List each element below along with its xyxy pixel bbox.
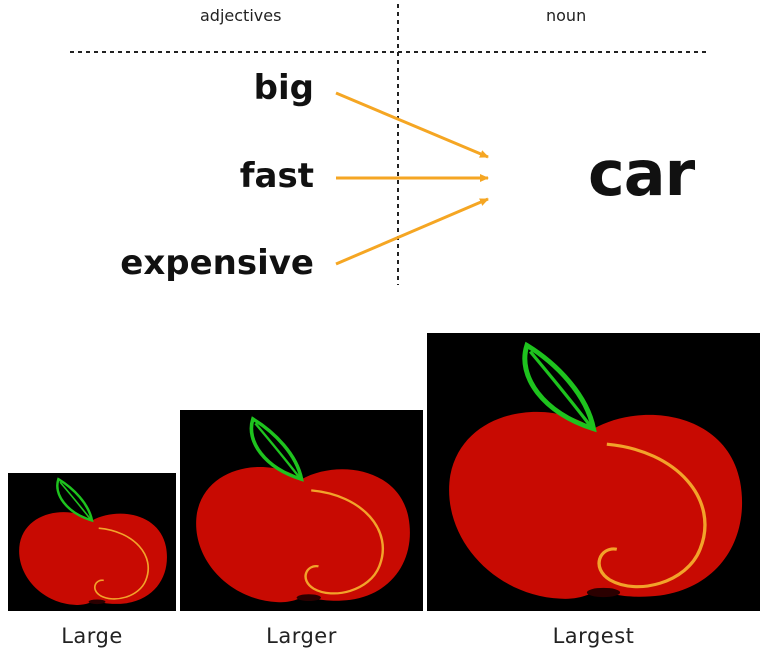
caption-larger: Larger — [266, 624, 337, 648]
apple-image-largest — [427, 333, 760, 611]
caption-largest: Largest — [552, 624, 635, 648]
arrow-big-to-car — [335, 91, 489, 159]
apple-illustration — [19, 477, 167, 605]
adjectives-header: adjectives — [200, 6, 282, 25]
caption-large: Large — [61, 624, 123, 648]
noun-car: car — [588, 137, 695, 210]
apple-illustration — [449, 341, 743, 599]
arrow-expensive-to-car — [335, 197, 489, 266]
adjective-big: big — [253, 68, 314, 108]
apple-image-larger — [180, 410, 423, 611]
noun-header: noun — [546, 6, 587, 25]
adjective-expensive: expensive — [120, 243, 314, 283]
apple-illustration — [196, 416, 410, 603]
adjective-fast: fast — [239, 156, 314, 196]
apple-image-large — [8, 473, 176, 611]
